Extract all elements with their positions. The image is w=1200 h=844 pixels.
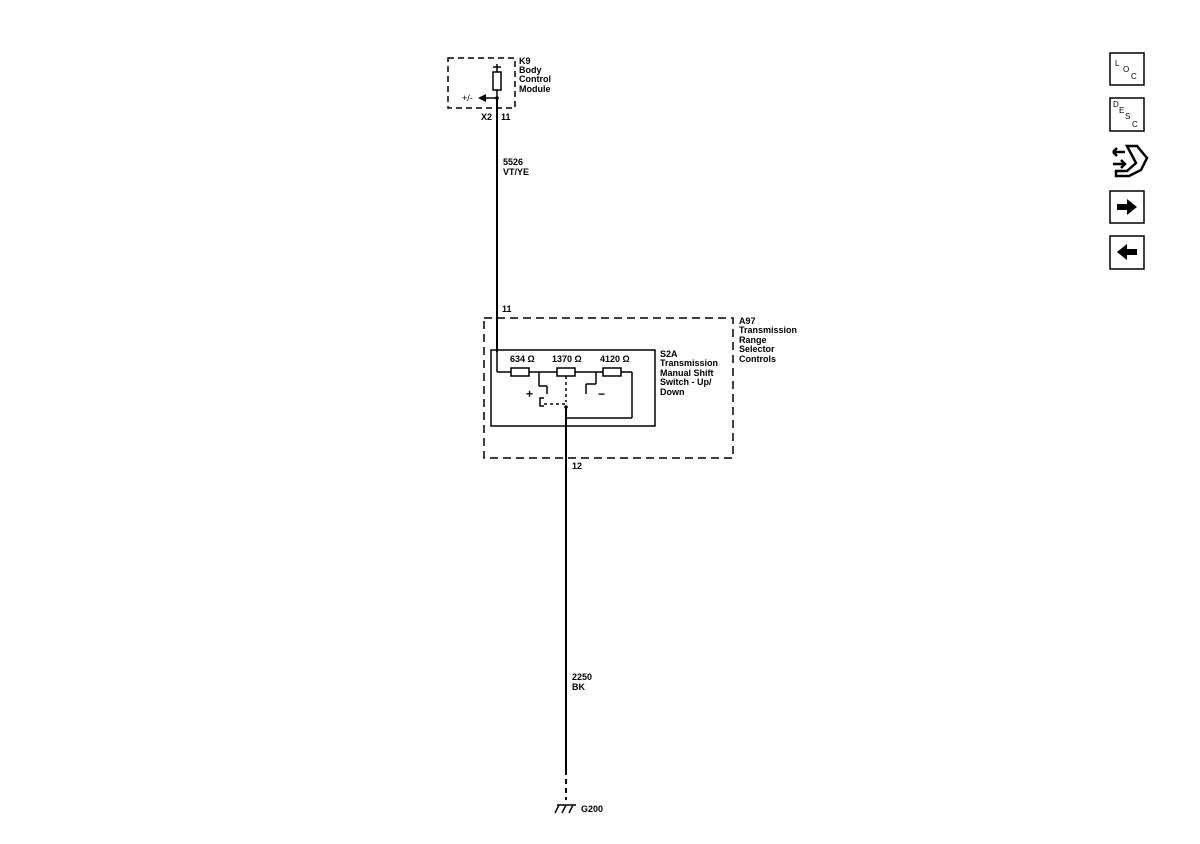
wire-5526-color: VT/YE bbox=[503, 167, 529, 177]
k9-input-arrow bbox=[478, 94, 486, 102]
resistor-3-label: 4120 Ω bbox=[600, 354, 630, 364]
a97-name-2: Range bbox=[739, 335, 767, 345]
s2a-name-3: Switch - Up/ bbox=[660, 377, 712, 387]
desc-button[interactable]: D E S C bbox=[1109, 97, 1145, 132]
s2a-name-1: Transmission bbox=[660, 358, 718, 368]
k9-connector: X2 bbox=[481, 112, 492, 122]
svg-text:C: C bbox=[1131, 72, 1137, 81]
s2a-ref: S2A bbox=[660, 349, 678, 359]
a97-ref: A97 bbox=[739, 316, 756, 326]
svg-text:O: O bbox=[1123, 65, 1129, 74]
resistor-1-label: 634 Ω bbox=[510, 354, 535, 364]
svg-text:E: E bbox=[1119, 106, 1124, 115]
ground-ref: G200 bbox=[581, 804, 603, 814]
a97-name-3: Selector bbox=[739, 344, 775, 354]
svg-text:C: C bbox=[1132, 120, 1138, 129]
svg-text:L: L bbox=[1115, 59, 1120, 68]
k9-internal-resistor bbox=[492, 71, 502, 91]
svg-text:S: S bbox=[1125, 112, 1130, 121]
back-arrow-icon bbox=[1117, 244, 1137, 260]
k9-polarity: +/- bbox=[462, 93, 473, 103]
svg-text:D: D bbox=[1113, 100, 1119, 109]
minus-label: − bbox=[598, 387, 605, 401]
a97-pin-out: 12 bbox=[572, 461, 582, 471]
k9-name-2: Control bbox=[519, 74, 551, 84]
resistor-2 bbox=[556, 367, 576, 377]
connector-view-button[interactable] bbox=[1112, 144, 1149, 178]
plus-contact-terminal bbox=[539, 397, 544, 407]
k9-module-box bbox=[447, 57, 516, 109]
wire-5526-circuit: 5526 bbox=[503, 157, 523, 167]
s2a-switch-box bbox=[490, 349, 656, 427]
plus-label: + bbox=[526, 387, 533, 401]
k9-name-3: Module bbox=[519, 84, 551, 94]
connector-icon bbox=[1112, 144, 1149, 178]
back-page-button[interactable] bbox=[1109, 235, 1145, 270]
k9-name-1: Body bbox=[519, 65, 542, 75]
wire-2250-circuit: 2250 bbox=[572, 672, 592, 682]
a97-module-box bbox=[483, 317, 734, 459]
wire-2250-color: BK bbox=[572, 682, 585, 692]
loc-icon: L O C bbox=[1115, 59, 1137, 81]
s2a-name-2: Manual Shift bbox=[660, 368, 714, 378]
next-page-button[interactable] bbox=[1109, 190, 1145, 224]
next-arrow-icon bbox=[1117, 199, 1137, 215]
s2a-name-4: Down bbox=[660, 387, 685, 397]
loc-button[interactable]: L O C bbox=[1109, 52, 1145, 86]
resistor-2-label: 1370 Ω bbox=[552, 354, 582, 364]
k9-ref: K9 bbox=[519, 56, 531, 66]
resistor-1 bbox=[510, 367, 530, 377]
a97-pin-in: 11 bbox=[502, 304, 512, 314]
resistor-3 bbox=[602, 367, 622, 377]
a97-name-1: Transmission bbox=[739, 325, 797, 335]
desc-icon: D E S C bbox=[1113, 100, 1138, 129]
a97-name-4: Controls bbox=[739, 354, 776, 364]
ground-icon bbox=[554, 804, 576, 814]
k9-pin: 11 bbox=[501, 112, 511, 122]
